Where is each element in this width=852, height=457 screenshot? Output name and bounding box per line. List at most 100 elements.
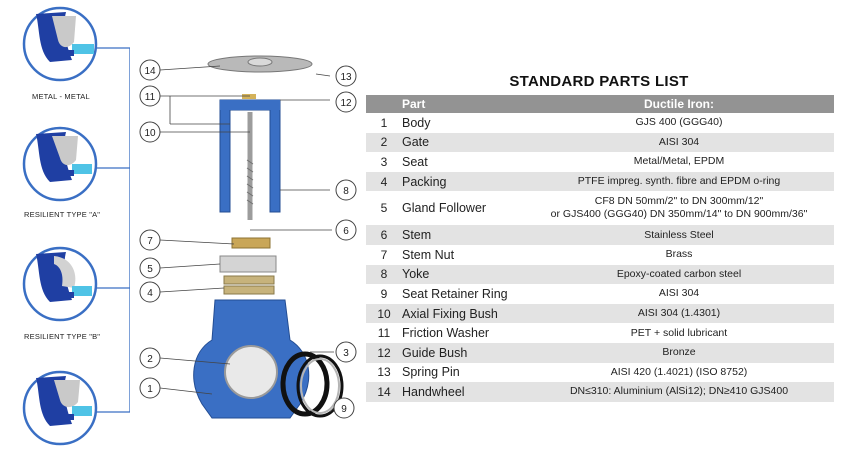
table-row: 13 Spring Pin AISI 420 (1.4021) (ISO 8752) bbox=[366, 363, 834, 383]
material-line: AISI 304 (1.4301) bbox=[637, 307, 721, 320]
part-material: DN≤310: Aluminium (AlSi12); DN≥410 GJS40… bbox=[524, 382, 834, 402]
part-number: 4 bbox=[366, 171, 398, 192]
material-line: or GJS400 (GGG40) DN 350mm/14" to DN 900… bbox=[550, 208, 808, 221]
callout-1: 1 bbox=[147, 384, 153, 395]
part-number: 13 bbox=[377, 365, 391, 380]
part-name: Seat Retainer Ring bbox=[402, 286, 508, 301]
part-name: Packing bbox=[398, 171, 524, 192]
part-material: CF8 DN 50mm/2" to DN 300mm/12"or GJS400 … bbox=[524, 191, 834, 225]
table-row: 9 Seat Retainer Ring AISI 304 bbox=[366, 284, 834, 304]
part-number: 1 bbox=[380, 115, 388, 130]
part-name: Handwheel bbox=[398, 382, 524, 402]
part-name: Guide Bush bbox=[398, 342, 524, 363]
table-row: 5 Gland Follower CF8 DN 50mm/2" to DN 300m… bbox=[366, 191, 834, 225]
material-line: GJS 400 (GGG40) bbox=[635, 116, 723, 129]
part-material: AISI 304 bbox=[524, 284, 834, 304]
part-material: PET + solid lubricant bbox=[524, 323, 834, 343]
part-number: 12 bbox=[366, 342, 398, 363]
callout-12: 12 bbox=[340, 98, 352, 109]
part-name: Axial Fixing Bush bbox=[398, 303, 524, 324]
callout-6: 6 bbox=[343, 226, 349, 237]
part-name: Gate bbox=[398, 132, 524, 153]
part-material: GJS 400 (GGG40) bbox=[524, 113, 834, 133]
part-material: AISI 304 (1.4301) bbox=[524, 303, 834, 324]
callout-5: 5 bbox=[147, 264, 153, 275]
part-material: PTFE impreg. synth. fibre and EPDM o-rin… bbox=[524, 171, 834, 192]
part-name: Body bbox=[402, 115, 431, 130]
material-line: Bronze bbox=[662, 346, 696, 359]
part-name: Gland Follower bbox=[402, 201, 487, 216]
material-line: AISI 304 bbox=[658, 287, 700, 300]
parts-table-header: Part Ductile Iron: bbox=[366, 95, 834, 113]
callout-11: 11 bbox=[145, 92, 156, 103]
seat-caption-2: RESILIENT TYPE "A" bbox=[24, 210, 101, 219]
part-number: 11 bbox=[377, 326, 391, 341]
seat-types-panel: METAL - METAL RESILIENT TYPE "A" RESILIE… bbox=[0, 0, 131, 452]
material-line: PTFE impreg. synth. fibre and EPDM o-rin… bbox=[577, 175, 781, 188]
material-line: CF8 DN 50mm/2" to DN 300mm/12" bbox=[594, 195, 764, 208]
part-number: 3 bbox=[380, 154, 388, 169]
parts-list-title: STANDARD PARTS LIST bbox=[509, 73, 689, 90]
part-material: Stainless Steel bbox=[524, 225, 834, 245]
material-line: Stainless Steel bbox=[644, 228, 714, 241]
part-name: Stem bbox=[398, 225, 524, 245]
seat-detail-resilient-a bbox=[22, 126, 98, 202]
part-material: AISI 420 (1.4021) (ISO 8752) bbox=[524, 363, 834, 383]
material-line: Metal/Metal, EPDM bbox=[633, 155, 725, 168]
callout-14: 14 bbox=[144, 66, 156, 77]
material-line: AISI 304 bbox=[658, 135, 700, 148]
table-row: 11 Friction Washer PET + solid lubricant bbox=[366, 323, 834, 343]
part-number: 5 bbox=[380, 201, 388, 216]
header-part: Part bbox=[398, 95, 524, 113]
material-line: DN≤310: Aluminium (AlSi12); DN≥410 GJS40… bbox=[569, 385, 789, 398]
callout-9: 9 bbox=[341, 404, 347, 415]
callout-13: 13 bbox=[340, 72, 352, 83]
seat-caption-3: RESILIENT TYPE "B" bbox=[24, 332, 101, 341]
part-material: AISI 304 bbox=[524, 132, 834, 153]
table-row: 1 Body GJS 400 (GGG40) bbox=[366, 113, 834, 133]
part-name: Spring Pin bbox=[402, 365, 460, 380]
callouts: 14 13 11 12 10 8 7 6 5 4 2 3 1 9 bbox=[139, 59, 357, 419]
part-number: 2 bbox=[366, 132, 398, 153]
part-number: 8 bbox=[366, 264, 398, 285]
callout-2: 2 bbox=[147, 354, 153, 365]
callout-7: 7 bbox=[147, 236, 153, 247]
part-name: Seat bbox=[402, 154, 428, 169]
seat-detail-4 bbox=[22, 370, 98, 446]
valve-drawing: 14 13 11 12 10 8 7 6 5 4 2 3 1 9 bbox=[139, 55, 357, 419]
callout-4: 4 bbox=[147, 288, 153, 299]
part-name: Friction Washer bbox=[402, 326, 490, 341]
part-number: 14 bbox=[366, 382, 398, 402]
parts-table: Part Ductile Iron: 1 Body GJS 400 (GGG40) 2… bbox=[366, 95, 834, 402]
table-row: 3 Seat Metal/Metal, EPDM bbox=[366, 152, 834, 172]
valve-exploded-diagram: 14 13 11 12 10 8 7 6 5 4 2 3 1 9 bbox=[120, 0, 365, 452]
part-name: Yoke bbox=[398, 264, 524, 285]
seat-details-graphic bbox=[22, 6, 131, 446]
material-line: Epoxy-coated carbon steel bbox=[616, 267, 742, 280]
part-material: Metal/Metal, EPDM bbox=[524, 152, 834, 172]
seat-detail-metal-metal bbox=[22, 6, 98, 82]
part-number: 9 bbox=[380, 286, 388, 301]
callout-8: 8 bbox=[343, 186, 349, 197]
header-num bbox=[366, 95, 398, 113]
part-number: 6 bbox=[366, 225, 398, 245]
callout-3: 3 bbox=[343, 348, 349, 359]
seat-caption-1: METAL - METAL bbox=[32, 92, 90, 101]
part-number: 7 bbox=[380, 247, 388, 262]
header-material: Ductile Iron: bbox=[524, 95, 834, 113]
part-material: Epoxy-coated carbon steel bbox=[524, 264, 834, 285]
seat-detail-resilient-b bbox=[22, 246, 98, 322]
part-material: Brass bbox=[524, 245, 834, 265]
material-line: Brass bbox=[665, 248, 693, 261]
callout-10: 10 bbox=[144, 128, 156, 139]
material-line: AISI 420 (1.4021) (ISO 8752) bbox=[610, 365, 748, 378]
